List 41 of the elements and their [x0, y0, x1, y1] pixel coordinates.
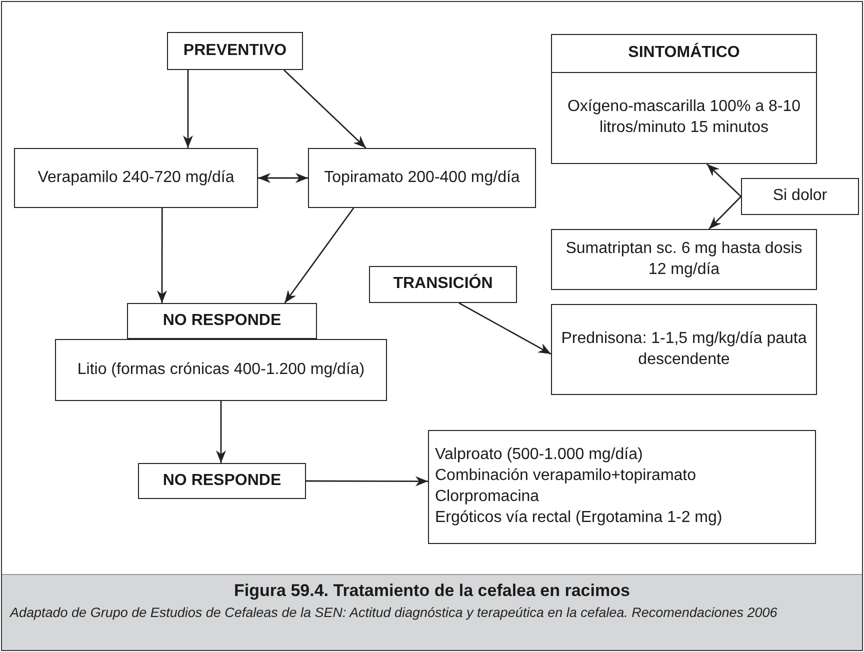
- arrow: [216, 401, 226, 463]
- figure-title: Figura 59.4. Tratamiento de la cefalea en racimos: [233, 581, 631, 601]
- arrow: [306, 476, 428, 486]
- arrow: [258, 172, 308, 184]
- arrow: [283, 70, 366, 148]
- node-text: SINTOMÁTICO: [628, 43, 740, 64]
- node-text: Ergóticos vía rectal (Ergotamina 1-2 mg): [435, 508, 722, 528]
- flow-box: [55, 339, 387, 401]
- flow-box: [14, 148, 258, 208]
- node-text: Sumatriptan sc. 6 mg hasta dosis 12 mg/día: [564, 238, 804, 280]
- node-text: Valproato (500-1.000 mg/día): [435, 445, 643, 466]
- node-text: NO RESPONDE: [162, 470, 282, 491]
- node-text: Si dolor: [772, 186, 828, 206]
- arrow: [182, 70, 193, 148]
- node-text: Oxígeno-mascarilla 100% a 8-10 litros/minuto 15 minutos: [566, 97, 802, 138]
- flow-box: [308, 148, 536, 208]
- arrow: [458, 302, 552, 355]
- node-text: TRANSICIÓN: [393, 274, 493, 294]
- flow-box: [167, 32, 303, 70]
- flow-box: [551, 72, 817, 164]
- node-text: Prednisona: 1-1,5 mg/kg/día pauta descendente: [560, 328, 808, 370]
- node-text: Topiramato 200-400 mg/día: [324, 168, 520, 188]
- node-text: Clorpromacina: [435, 487, 540, 507]
- flow-box: [551, 34, 817, 73]
- node-text: Litio (formas crónicas 400-1.200 mg/día): [77, 360, 365, 380]
- caption: Adaptado de Grupo de Estudios de Cefaleas de la SEN: Actitud diagnóstica y terapeútica en la cefalea. Recomendaciones 2006: [10, 605, 778, 622]
- node-text: PREVENTIVO: [183, 40, 287, 61]
- flow-box: [127, 303, 317, 339]
- arrow: [284, 208, 354, 304]
- node-text: NO RESPONDE: [162, 310, 282, 331]
- flow-box: [138, 463, 306, 499]
- node-text: Combinación verapamilo+topiramato: [435, 466, 696, 486]
- arrow: [708, 196, 742, 230]
- flow-box: [741, 178, 859, 215]
- flow-box: [369, 266, 517, 303]
- arrow: [156, 208, 168, 303]
- flow-box: [428, 430, 816, 544]
- flow-box: [551, 304, 817, 395]
- node-text: Verapamilo 240-720 mg/día: [38, 168, 234, 188]
- flow-box: [551, 229, 817, 290]
- arrow: [706, 164, 742, 197]
